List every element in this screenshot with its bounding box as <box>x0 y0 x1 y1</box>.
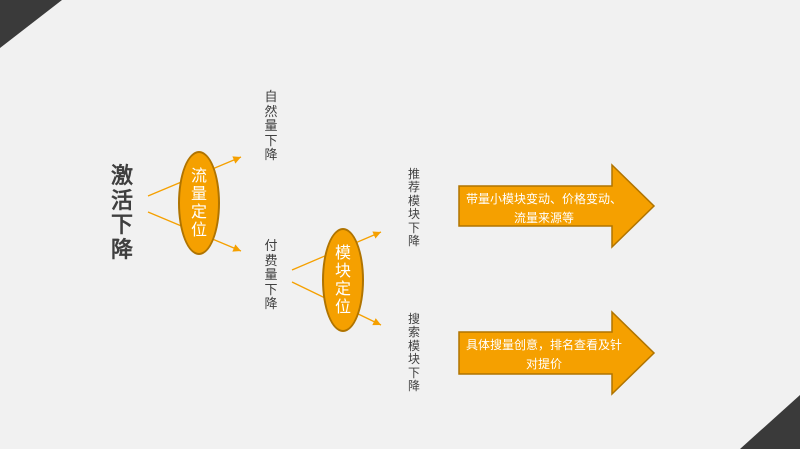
search-action-text: 具体搜量创意，排名查看及针对提价 <box>466 338 623 371</box>
natural-volume-label: 自然量下降 <box>264 90 278 164</box>
action-arrow-recommend <box>458 163 656 249</box>
traffic-location-node: 流量定位 <box>178 151 220 255</box>
action-arrow-search <box>458 310 656 396</box>
traffic-location-label: 流量定位 <box>190 166 207 239</box>
search-module-label: 搜索模块下降 <box>407 312 420 394</box>
module-location-node: 模块定位 <box>322 228 364 332</box>
recommend-action-text: 带量小模块变动、价格变动、流量来源等 <box>466 192 623 225</box>
paid-volume-label: 付费量下降 <box>264 239 278 313</box>
top-left-corner-decoration <box>0 0 62 48</box>
bottom-right-corner-decoration <box>740 395 800 449</box>
recommend-module-label: 推荐模块下降 <box>407 167 420 249</box>
root-title: 激活下降 <box>110 164 133 263</box>
module-location-label: 模块定位 <box>334 243 351 316</box>
